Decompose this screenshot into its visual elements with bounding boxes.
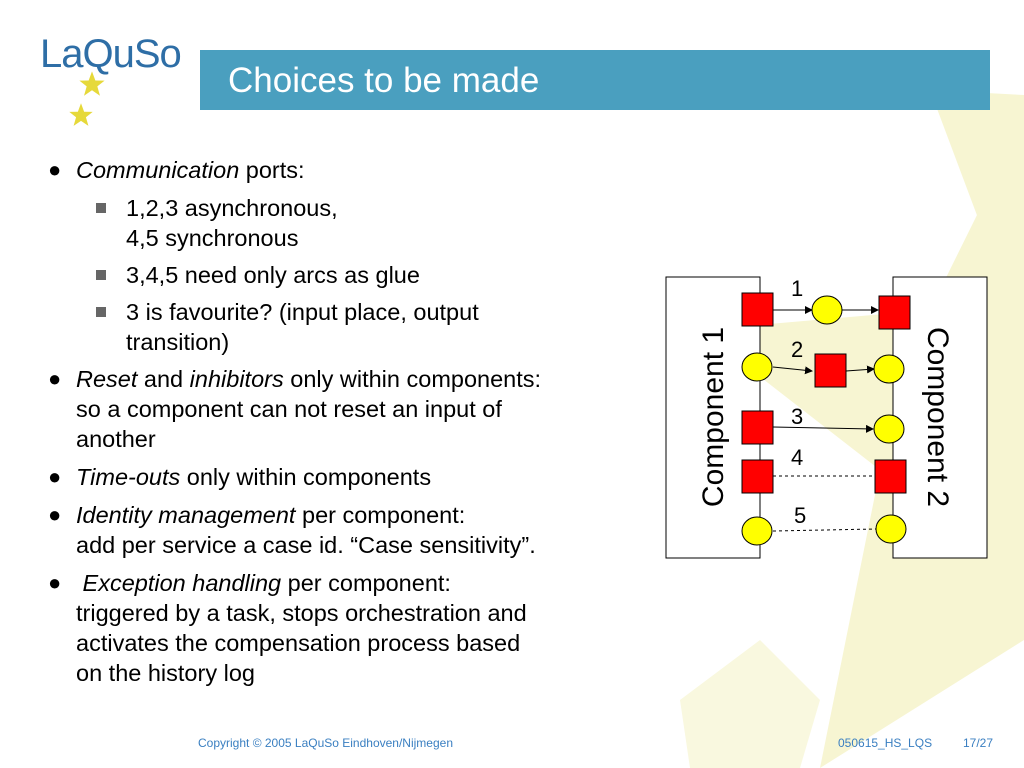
sub-bullet-text: 4,5 synchronous <box>126 225 299 251</box>
place-node <box>811 295 843 325</box>
arc-2b <box>845 365 875 374</box>
background-star-icon <box>700 120 1024 768</box>
bullet-text-italic: Time-outs <box>76 464 181 490</box>
bullet-text: ports: <box>239 157 305 183</box>
bullet-item: ● Reset and inhibitors only within compo… <box>46 364 656 454</box>
slide-title: Choices to be made <box>228 61 540 100</box>
bullet-text: so a component can not reset an input of <box>76 396 502 422</box>
square-bullet-icon <box>96 203 106 213</box>
bullet-text: only within components: <box>283 366 542 392</box>
footer-doc-id: 050615_HS_LQS <box>838 736 933 750</box>
logo-text: LaQuSo <box>40 32 182 76</box>
arc-label-4: 4 <box>791 445 803 470</box>
bullet-item: ● Identity management per component: add… <box>46 500 656 560</box>
bullet-dot-icon: ● <box>48 502 62 527</box>
place-node <box>741 352 773 382</box>
arc-2a <box>772 366 813 375</box>
bullet-dot-icon: ● <box>48 157 62 182</box>
place-node <box>873 354 905 384</box>
bullet-dot-icon: ● <box>48 464 62 489</box>
sub-bullet-item: 3 is favourite? (input place, output tra… <box>92 297 656 357</box>
bullet-item: ● Time-outs only within components <box>46 462 656 492</box>
bullet-text-italic: Exception handling <box>82 570 282 596</box>
bullet-text-italic: Identity management <box>76 502 296 528</box>
arc-label-2: 2 <box>791 337 803 362</box>
bullet-text: per component: <box>295 502 466 528</box>
footer-page-number: 17/27 <box>963 736 994 750</box>
transition-node <box>741 410 774 445</box>
title-bar: Choices to be made <box>200 50 990 110</box>
sub-bullet-text: 3,4,5 need only arcs as glue <box>126 262 420 288</box>
component-1-label: Component 1 <box>697 327 730 507</box>
logo-star-icon <box>69 103 93 126</box>
sub-bullet-text: 3 is favourite? (input place, output <box>126 299 479 325</box>
transition-node <box>741 292 774 327</box>
bullet-text-italic: Communication <box>76 157 240 183</box>
bullet-dot-icon: ● <box>48 366 62 391</box>
component-diagram: Component 1 Component 2 1 2 3 4 5 <box>665 276 988 559</box>
sub-bullet-item: 3,4,5 need only arcs as glue <box>92 260 656 290</box>
sub-bullet-text: transition) <box>126 329 230 355</box>
background-star-icon <box>930 90 1024 250</box>
arc-label-5: 5 <box>794 503 806 528</box>
component-2-label: Component 2 <box>921 327 954 507</box>
transition-node <box>874 459 907 494</box>
arc-label-3: 3 <box>791 404 803 429</box>
arc-3 <box>772 424 874 433</box>
laquso-logo: LaQuSo <box>40 32 190 132</box>
transition-node <box>814 353 847 388</box>
background-star-icon <box>680 640 820 768</box>
transition-node <box>878 295 911 330</box>
bullet-text: another <box>76 426 156 452</box>
square-bullet-icon <box>96 270 106 280</box>
place-node <box>873 414 905 444</box>
logo-star-icon <box>79 71 105 96</box>
square-bullet-icon <box>96 307 106 317</box>
link-5 <box>772 528 877 532</box>
bullet-text: only within components <box>180 464 432 490</box>
footer-copyright: Copyright © 2005 LaQuSo Eindhoven/Nijmeg… <box>198 736 453 750</box>
bullet-text: add per service a case id. “Case sensiti… <box>76 532 536 558</box>
arc-label-1: 1 <box>791 276 803 301</box>
bullet-text: and <box>137 366 190 392</box>
bullet-text: per component: <box>281 570 451 596</box>
sub-bullet-item: 1,2,3 asynchronous, 4,5 synchronous <box>92 193 656 253</box>
transition-node <box>741 459 774 494</box>
place-node <box>875 514 907 544</box>
bullet-text-italic: inhibitors <box>189 366 284 392</box>
bullet-item: ● Exception handling per component: trig… <box>46 568 656 688</box>
bullet-item: ● Communication ports: <box>46 155 656 185</box>
sub-bullet-text: 1,2,3 asynchronous, <box>126 195 338 221</box>
bullet-text: on the history log <box>76 660 255 686</box>
bullet-text-italic: Reset <box>76 366 138 392</box>
bullet-dot-icon: ● <box>48 570 62 595</box>
bullet-text: activates the compensation process based <box>76 630 521 656</box>
bullet-text: triggered by a task, stops orchestration… <box>76 600 527 626</box>
slide-content: ● Communication ports: 1,2,3 asynchronou… <box>46 155 656 696</box>
place-node <box>741 516 773 546</box>
